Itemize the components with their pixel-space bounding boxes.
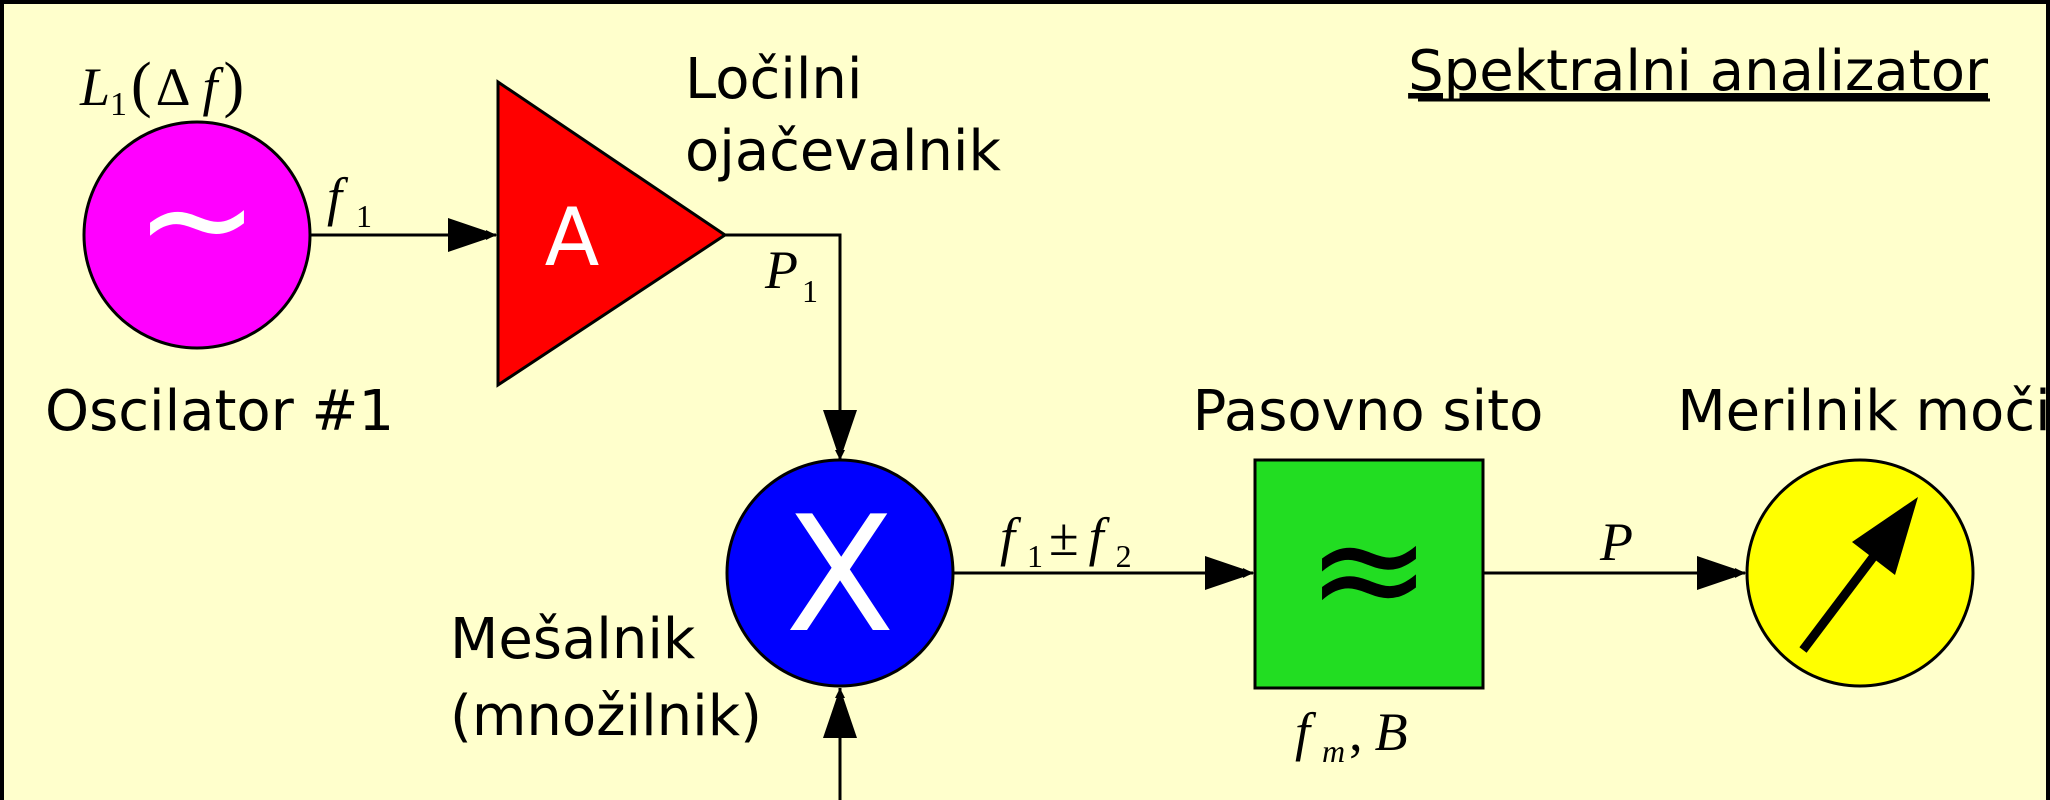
mixer-circle bbox=[725, 458, 955, 688]
oscillator-block: ~ bbox=[82, 120, 312, 350]
p1-sub: 1 bbox=[802, 273, 818, 309]
noise-delta: Δ bbox=[156, 57, 191, 117]
oscillator-circle bbox=[82, 120, 312, 350]
oscillator-label: Oscilator #1 bbox=[45, 379, 394, 444]
amplifier-triangle bbox=[496, 79, 728, 388]
oscillator-symbol: ~ bbox=[134, 132, 260, 306]
mix-op: ± bbox=[1049, 507, 1079, 567]
mixer-block: X bbox=[725, 458, 955, 688]
arrowhead-mixer-top bbox=[823, 410, 857, 460]
filter-box bbox=[1253, 458, 1485, 690]
noise-open: ( bbox=[131, 51, 152, 119]
filter-block: ≈ bbox=[1253, 458, 1485, 690]
noise-close: ) bbox=[223, 51, 244, 119]
p1-var: P bbox=[764, 240, 798, 300]
mixer-label-line2: (množilnik) bbox=[450, 684, 762, 749]
page-title: Spektralni analizator bbox=[1408, 39, 1989, 104]
meter-label: Merilnik moči bbox=[1677, 379, 2050, 444]
f1-sub: 1 bbox=[356, 198, 372, 234]
filter-b: B bbox=[1375, 702, 1408, 762]
arrowhead-mixer-bottom bbox=[823, 688, 857, 738]
amplifier-block: A bbox=[496, 79, 728, 388]
filter-sep: , bbox=[1349, 702, 1363, 762]
wire-amp-to-mixer bbox=[725, 233, 845, 460]
meter-needle bbox=[1799, 545, 1884, 653]
filter-sub: m bbox=[1322, 733, 1345, 769]
noise-sub: 1 bbox=[110, 86, 127, 123]
arrowhead-amp-input bbox=[448, 218, 498, 252]
amplifier-label-line2: ojačevalnik bbox=[685, 119, 1001, 184]
arrowhead-meter-input bbox=[1697, 556, 1747, 590]
filter-symbol: ≈ bbox=[1306, 482, 1432, 656]
meter-block bbox=[1745, 458, 1975, 688]
noise-var: L bbox=[79, 57, 110, 117]
mix-sub2: 2 bbox=[1116, 538, 1132, 574]
mixer-symbol: X bbox=[785, 481, 895, 668]
mixer-label-line1: Mešalnik bbox=[450, 607, 696, 672]
meter-needle-icon bbox=[1852, 497, 1918, 575]
arrowhead-filter-input bbox=[1205, 556, 1255, 590]
amplifier-label-line1: Ločilni bbox=[685, 47, 862, 112]
amplifier-symbol: A bbox=[545, 191, 600, 284]
signal-p-label: P bbox=[1599, 512, 1633, 572]
mix-sub1: 1 bbox=[1027, 538, 1043, 574]
filter-label: Pasovno sito bbox=[1193, 379, 1544, 444]
